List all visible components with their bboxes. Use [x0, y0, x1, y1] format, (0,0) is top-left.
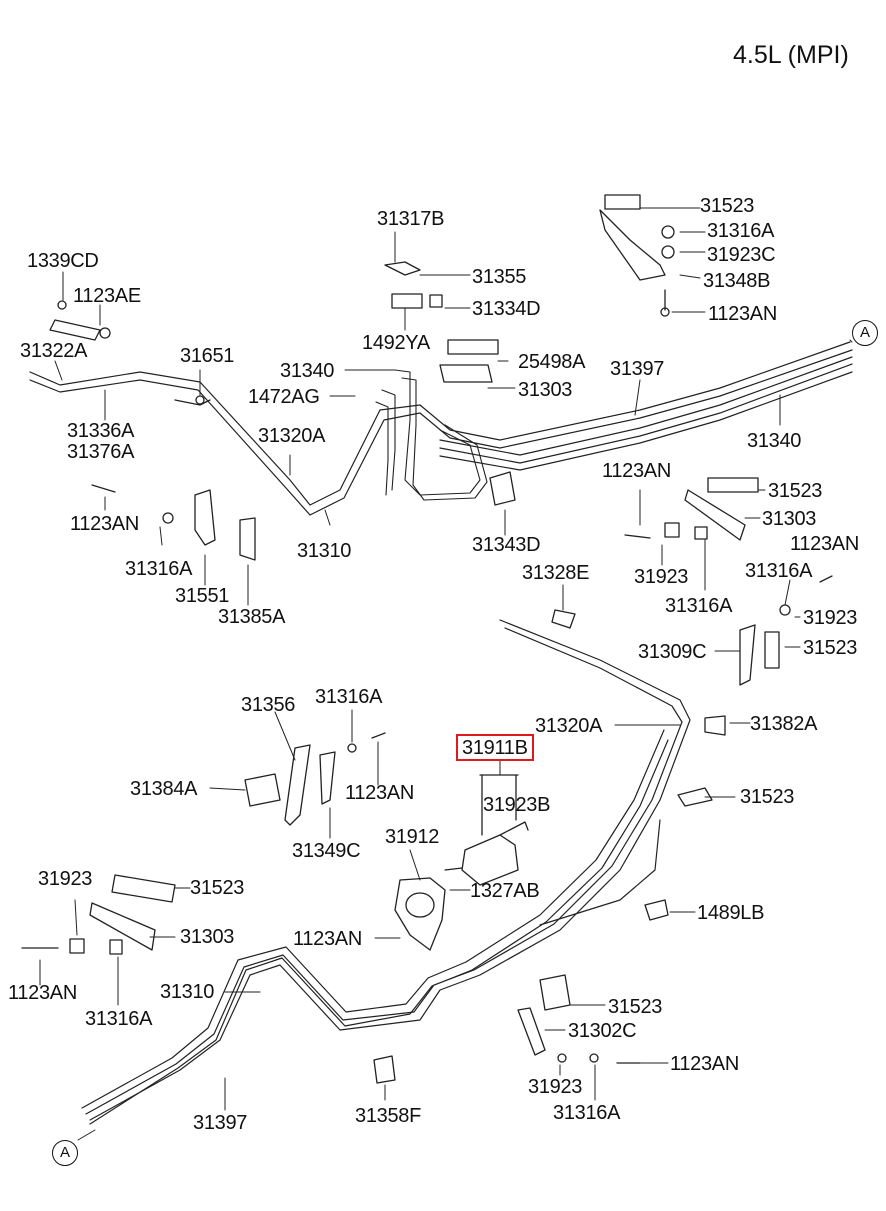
part-label[interactable]: 31356	[241, 694, 296, 716]
part-label[interactable]: 31320A	[258, 425, 326, 447]
part-label[interactable]: 31302C	[568, 1020, 637, 1042]
part-label[interactable]: 1123AN	[8, 982, 77, 1004]
part-label[interactable]: 1492YA	[362, 332, 430, 354]
lower-right-clips	[517, 974, 641, 1064]
part-label[interactable]: 31309C	[638, 641, 707, 663]
filter-bracket-31912	[394, 877, 446, 951]
part-label[interactable]: 31316A	[707, 220, 775, 242]
part-label[interactable]: 1339CD	[27, 250, 99, 272]
clip-31328E	[551, 609, 576, 629]
part-label[interactable]: 1327AB	[470, 880, 540, 902]
lower-left-clip-group	[21, 874, 176, 955]
part-label[interactable]: 31348B	[703, 270, 771, 292]
clip-31358F	[373, 1055, 396, 1084]
part-label[interactable]: 31397	[193, 1112, 248, 1134]
part-label[interactable]: 31334D	[472, 298, 541, 320]
part-label[interactable]: 31310	[160, 981, 215, 1003]
part-label[interactable]: 31385A	[218, 606, 286, 628]
part-label[interactable]: 1123AN	[790, 533, 859, 555]
part-label[interactable]: 25498A	[518, 351, 586, 373]
clip-31523-mid	[677, 787, 713, 807]
connector-31651	[174, 395, 211, 406]
part-label[interactable]: 31912	[385, 826, 440, 848]
clip-31334D	[391, 293, 443, 309]
clip-31343D	[489, 471, 516, 506]
right-clip-group	[624, 477, 833, 686]
part-label[interactable]: 31382A	[750, 713, 818, 735]
part-label[interactable]: 1123AN	[70, 513, 139, 535]
part-label[interactable]: 31923	[634, 566, 689, 588]
part-label[interactable]: 1123AN	[345, 782, 414, 804]
part-label[interactable]: 31328E	[522, 562, 590, 584]
line-loops	[375, 369, 488, 501]
leader-lines	[39, 207, 853, 1141]
part-label[interactable]: 31923C	[707, 244, 776, 266]
part-label[interactable]: 31384A	[130, 778, 198, 800]
part-label[interactable]: 31923	[528, 1076, 583, 1098]
part-label[interactable]: 31523	[190, 877, 245, 899]
part-label[interactable]: 31923	[803, 607, 858, 629]
engine-variant-title: 4.5L (MPI)	[733, 41, 849, 69]
part-label[interactable]: 31349C	[292, 840, 361, 862]
part-label[interactable]: 31523	[768, 480, 823, 502]
clip-25498A	[439, 339, 499, 383]
clip-31355	[384, 261, 421, 276]
part-label[interactable]: 31303	[762, 508, 817, 530]
part-label[interactable]: 31316A	[125, 558, 193, 580]
part-label[interactable]: 31316A	[553, 1102, 621, 1124]
clamps-left	[91, 484, 256, 561]
part-label[interactable]: 31923	[38, 868, 93, 890]
part-label[interactable]: 31303	[180, 926, 235, 948]
bracket-31356	[284, 732, 386, 826]
part-label[interactable]: 31551	[175, 585, 230, 607]
part-label[interactable]: 31340	[280, 360, 335, 382]
connector-marker-a-top: A	[852, 320, 878, 346]
part-label[interactable]: 1123AN	[602, 460, 671, 482]
part-label[interactable]: 31376A	[67, 441, 135, 463]
part-label[interactable]: 31397	[610, 358, 665, 380]
part-label[interactable]: 31651	[180, 345, 235, 367]
part-label[interactable]: 31523	[803, 637, 858, 659]
part-label[interactable]: 1489LB	[697, 902, 765, 924]
part-label[interactable]: 31317B	[377, 208, 445, 230]
part-label[interactable]: 31316A	[315, 686, 383, 708]
part-label[interactable]: 31340	[747, 430, 802, 452]
part-label[interactable]: 31310	[297, 540, 352, 562]
part-label[interactable]: 31358F	[355, 1105, 422, 1127]
part-label[interactable]: 31523	[700, 195, 755, 217]
part-label[interactable]: 31316A	[85, 1008, 153, 1030]
part-label[interactable]: 31316A	[665, 595, 733, 617]
part-label[interactable]: 31316A	[745, 560, 813, 582]
part-label[interactable]: 31923B	[483, 794, 551, 816]
part-label[interactable]: 31303	[518, 379, 573, 401]
clip-31382A	[704, 715, 726, 736]
part-label[interactable]: 31336A	[67, 420, 135, 442]
part-label[interactable]: 1123AE	[73, 285, 141, 307]
part-label[interactable]: 1123AN	[670, 1053, 739, 1075]
part-label[interactable]: 31355	[472, 266, 527, 288]
fuel-filter-31911B	[444, 774, 529, 886]
upper-right-bracket	[599, 194, 675, 317]
part-label[interactable]: 1472AG	[248, 386, 320, 408]
clip-1489LB	[644, 899, 669, 921]
part-label[interactable]: 31343D	[472, 534, 541, 556]
part-label[interactable]: 1123AN	[293, 928, 362, 950]
clip-31384A	[244, 773, 281, 807]
part-label[interactable]: 1123AN	[708, 303, 777, 325]
part-label[interactable]: 31320A	[535, 715, 603, 737]
part-label[interactable]: 31523	[608, 996, 663, 1018]
lower-fuel-lines	[81, 619, 691, 1125]
upper-fuel-lines	[29, 341, 853, 516]
highlighted-part-label[interactable]: 31911B	[456, 734, 534, 761]
flange-31322A	[49, 300, 111, 341]
connector-marker-a-bottom: A	[52, 1140, 78, 1166]
part-label[interactable]: 31523	[740, 786, 795, 808]
part-label[interactable]: 31322A	[20, 340, 88, 362]
